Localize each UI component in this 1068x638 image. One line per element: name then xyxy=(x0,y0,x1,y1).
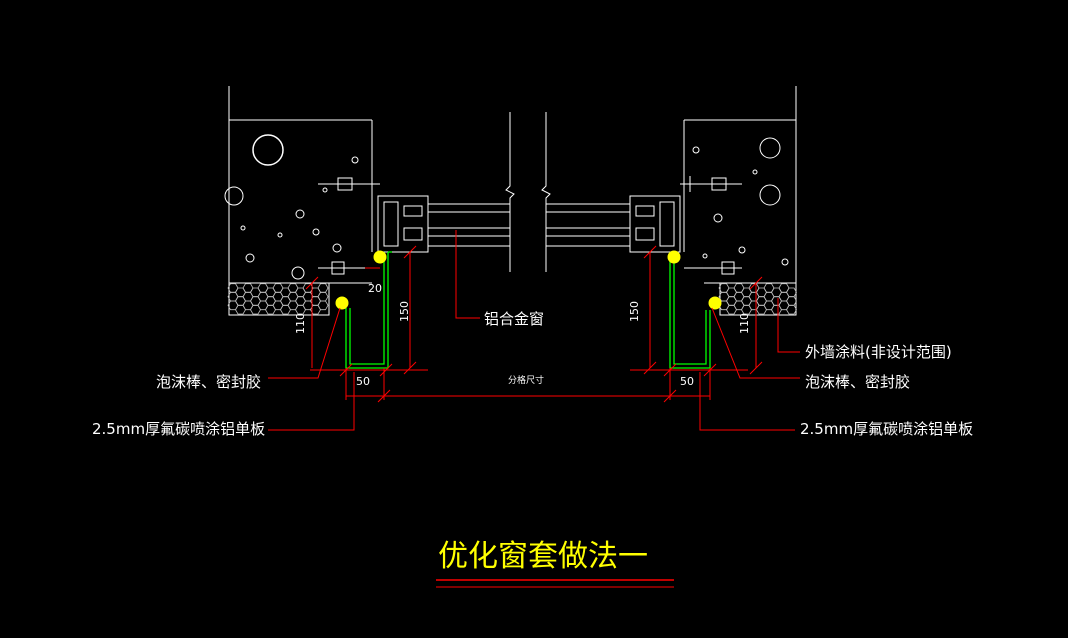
left-dim-110: 110 xyxy=(294,313,307,334)
right-panel-label: 2.5mm厚氟碳喷涂铝单板 xyxy=(800,420,973,438)
drawing-title: 优化窗套做法一 xyxy=(438,539,648,574)
left-seal-label: 泡沫棒、密封胶 xyxy=(156,373,261,391)
right-dim-150: 150 xyxy=(628,301,641,322)
aluminum-flashing xyxy=(345,251,711,369)
window-label: 铝合金窗 xyxy=(484,310,544,328)
right-seal-label: 泡沫棒、密封胶 xyxy=(805,373,910,391)
right-dim-50: 50 xyxy=(680,375,694,388)
title-block: 优化窗套做法一 xyxy=(436,539,674,588)
left-panel-label: 2.5mm厚氟碳喷涂铝单板 xyxy=(92,420,265,438)
dimension-texts: 20 150 110 50 150 110 50 分格尺寸 xyxy=(294,282,751,388)
aluminum-window-frame xyxy=(377,112,681,272)
dimension-lines xyxy=(305,245,763,403)
sealant-beads xyxy=(335,250,722,310)
left-wall xyxy=(224,86,373,315)
insulation-cell xyxy=(786,304,797,315)
right-coating-label: 外墙涂料(非设计范围) xyxy=(805,343,952,361)
right-insulation xyxy=(718,282,797,316)
left-dim-50: 50 xyxy=(356,375,370,388)
leader-lines xyxy=(268,230,800,431)
right-wall xyxy=(683,86,797,315)
right-dim-110: 110 xyxy=(738,313,751,334)
left-dim-20: 20 xyxy=(368,282,382,295)
left-insulation xyxy=(227,282,330,316)
split-dim-label: 分格尺寸 xyxy=(508,374,544,386)
left-dim-150: 150 xyxy=(398,301,411,322)
callout-texts: 铝合金窗 泡沫棒、密封胶 2.5mm厚氟碳喷涂铝单板 外墙涂料(非设计范围) 泡… xyxy=(92,310,973,438)
insulation-cell xyxy=(317,300,329,311)
